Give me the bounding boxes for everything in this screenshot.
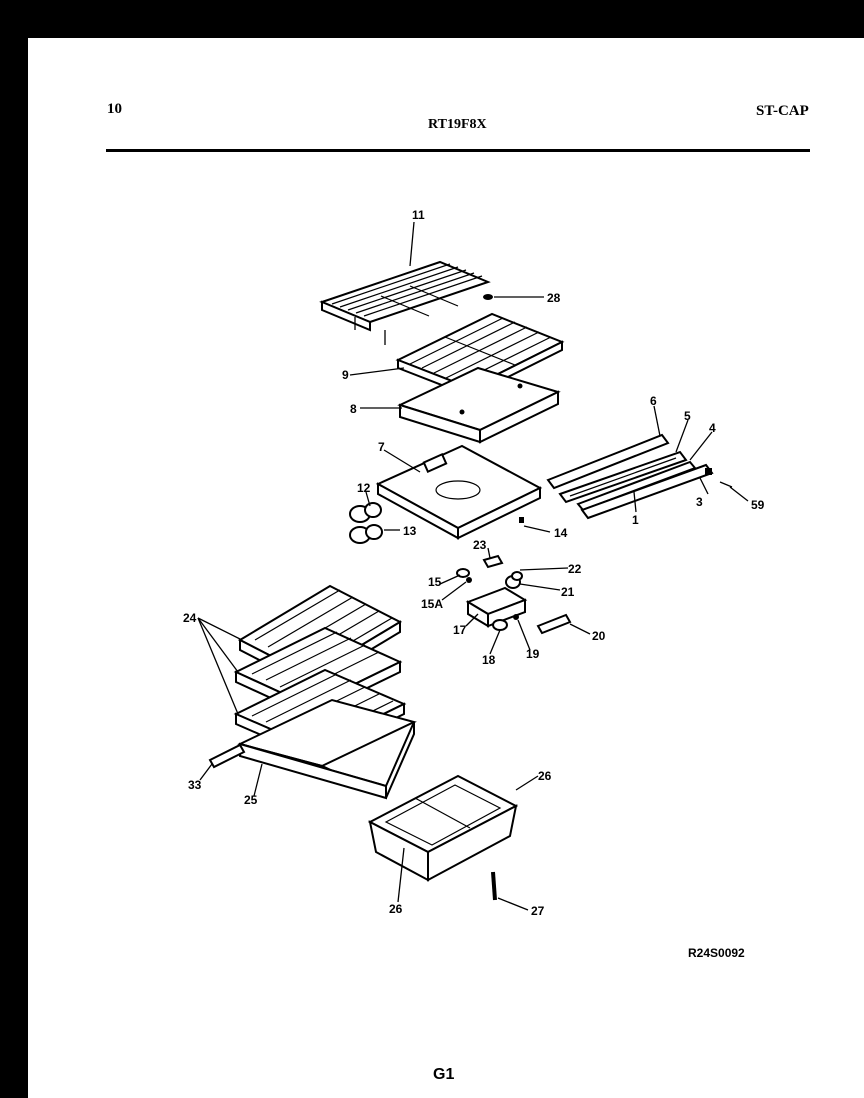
callout-6: 6	[650, 394, 657, 408]
shelf-frame-25	[237, 698, 417, 800]
header-rule	[106, 149, 810, 152]
callout-4: 4	[709, 421, 716, 435]
callout-11: 11	[412, 208, 425, 222]
cap-23	[482, 554, 504, 569]
callout-19: 19	[526, 647, 540, 661]
roller-13	[349, 524, 383, 544]
screw-3	[705, 468, 712, 475]
callout-5: 5	[684, 409, 691, 423]
callout-25: 25	[244, 793, 258, 807]
screw-59	[719, 481, 733, 488]
callout-15a: 15A	[421, 597, 443, 611]
callout-23: 23	[473, 538, 487, 552]
callout-33: 33	[188, 778, 202, 792]
callout-20: 20	[592, 629, 606, 643]
callout-24: 24	[183, 611, 197, 625]
wire-shelf-top	[319, 260, 491, 345]
callout-59: 59	[751, 498, 765, 512]
callout-22: 22	[568, 562, 582, 576]
roller-12	[349, 502, 382, 523]
callout-18: 18	[482, 653, 496, 667]
screw-14	[519, 517, 524, 523]
model-number: RT19F8X	[428, 117, 487, 132]
slide-rail-6	[546, 433, 670, 490]
drawing-number: R24S0092	[688, 946, 745, 960]
clip-28	[483, 294, 493, 300]
callout-8: 8	[350, 402, 357, 416]
callout-14: 14	[554, 526, 568, 540]
callout-3: 3	[696, 495, 703, 509]
shelf-frame	[397, 366, 561, 444]
callout-1: 1	[632, 513, 639, 527]
crisper-cover	[375, 444, 543, 540]
page-code: G1	[433, 1066, 454, 1083]
parts-sheet	[28, 38, 864, 1098]
callout-12: 12	[357, 481, 371, 495]
nut-19	[513, 614, 519, 620]
callout-7: 7	[378, 440, 385, 454]
callout-28: 28	[547, 291, 561, 305]
drawer-clip-27	[491, 871, 497, 901]
callout-21: 21	[561, 585, 575, 599]
page-number: 10	[107, 101, 122, 117]
callout-15: 15	[428, 575, 442, 589]
knob-18	[492, 619, 508, 631]
callout-27: 27	[531, 904, 545, 918]
crisper-drawer-26	[367, 774, 519, 882]
slide-rail-5	[558, 450, 688, 504]
section-code: ST-CAP	[756, 103, 809, 119]
callout-13: 13	[403, 524, 417, 538]
spring-22	[511, 571, 523, 581]
callout-26-bottom: 26	[389, 902, 403, 916]
callout-9: 9	[342, 368, 349, 382]
trim-33	[208, 743, 246, 769]
callout-26-top: 26	[538, 769, 552, 783]
leader-lines	[197, 221, 749, 911]
callout-labels: 11 28 9 8 7 6 5 4 3 59 1 12 13 14 23 22 …	[183, 208, 765, 918]
bracket-20	[536, 613, 572, 635]
callout-17: 17	[453, 623, 467, 637]
pin-15a	[466, 577, 472, 583]
